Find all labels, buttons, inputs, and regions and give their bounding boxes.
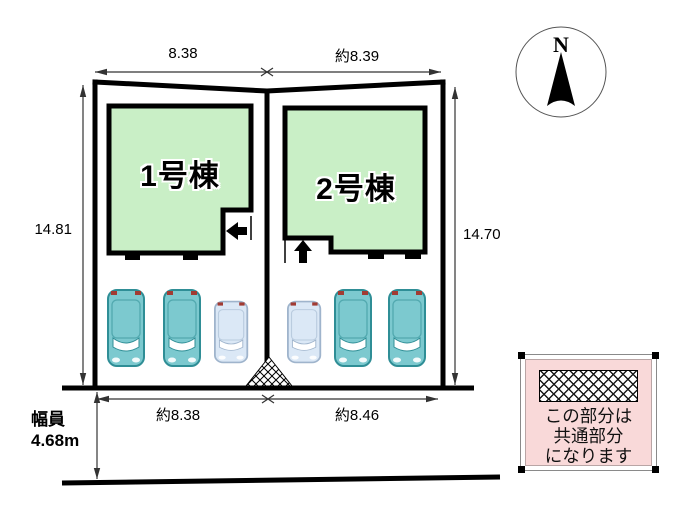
compass: N <box>515 26 607 118</box>
road-far-edge <box>61 474 501 486</box>
lot-boundaries <box>92 79 446 390</box>
road-width-title: 幅員 <box>31 410 65 429</box>
car-icon <box>163 289 201 367</box>
legend-text-line: になります <box>544 446 633 466</box>
road <box>61 385 501 486</box>
dim-tick-top-center <box>260 67 274 77</box>
building-1-outline <box>106 103 254 256</box>
building-1-step <box>125 253 140 260</box>
shared-area-hatched-triangle <box>244 356 294 387</box>
dim-label-top-right: 約8.39 <box>334 48 380 65</box>
car-icon <box>107 289 145 367</box>
building-1 <box>106 103 254 260</box>
car-icon <box>388 289 426 367</box>
legend-inner: この部分は 共通部分 になります <box>525 359 652 466</box>
building-2-step <box>405 252 421 259</box>
compass-north-label: N <box>553 32 569 57</box>
parked-cars <box>107 289 426 367</box>
legend-hatch-swatch <box>539 370 638 402</box>
road-width-label: 幅員 4.68m <box>31 409 111 451</box>
legend-text-line: この部分は <box>544 406 633 426</box>
legend-corner-handle <box>518 466 525 473</box>
dimension-lines <box>79 67 459 479</box>
legend-box: この部分は 共通部分 になります <box>518 352 659 473</box>
legend-text: この部分は 共通部分 になります <box>526 406 651 466</box>
car-icon-light <box>214 300 249 364</box>
dim-label-bottom-left: 約8.38 <box>155 407 201 424</box>
building-1-label: 1号棟 <box>140 160 220 193</box>
building-2-step <box>368 252 384 259</box>
dim-label-top-left: 8.38 <box>168 45 198 62</box>
building-2-entrance-arrow-icon <box>294 240 312 263</box>
building-1-entrance-arrow-icon <box>226 222 247 240</box>
dim-tick-bottom-center <box>261 394 275 404</box>
building-1-step <box>183 253 198 260</box>
dim-label-bottom-right: 約8.46 <box>334 407 380 424</box>
building-2-outline <box>282 105 428 255</box>
road-width-value: 4.68m <box>31 431 80 450</box>
legend-corner-handle <box>652 352 659 359</box>
legend-corner-handle <box>518 352 525 359</box>
legend-corner-handle <box>652 466 659 473</box>
dim-label-left-side: 14.81 <box>34 221 72 238</box>
legend-text-line: 共通部分 <box>553 426 624 446</box>
car-icon <box>334 289 372 367</box>
car-icon-light <box>287 300 322 364</box>
building-2 <box>282 105 428 263</box>
building-2-label: 2号棟 <box>316 173 396 206</box>
dim-label-right-side: 14.70 <box>463 226 501 243</box>
north-needle-icon <box>547 52 575 106</box>
